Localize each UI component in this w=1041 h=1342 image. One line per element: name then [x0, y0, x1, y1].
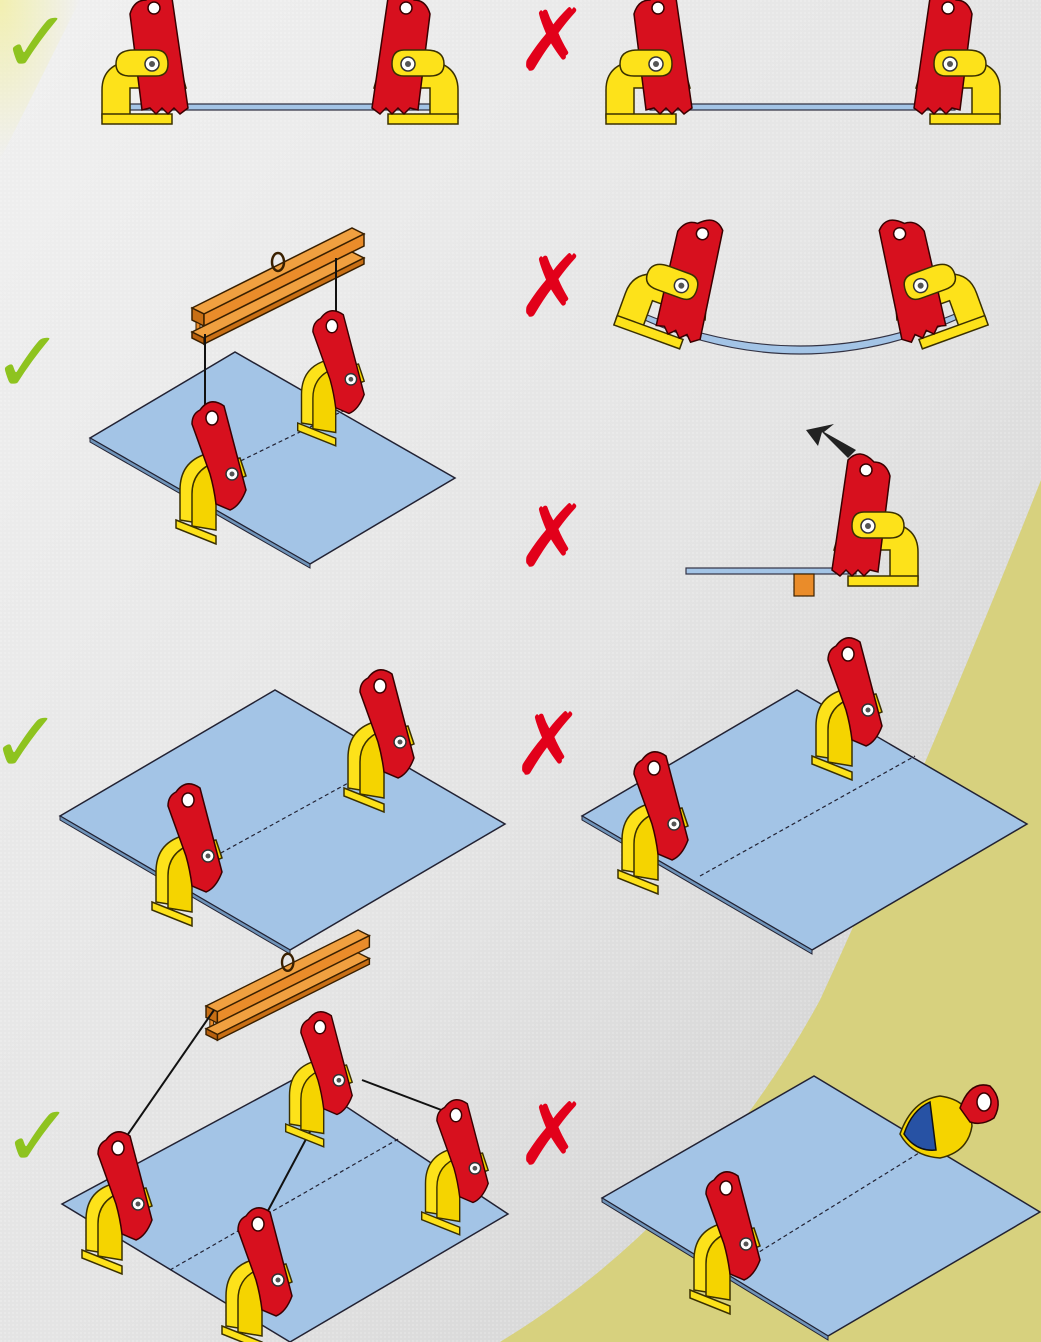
support-block — [794, 574, 814, 596]
row-4-left-checkmark-icon: ✓ — [0, 693, 62, 793]
row-3-right-cross-icon: ✗ — [516, 487, 588, 587]
row-1-left-checkmark-icon: ✓ — [0, 0, 72, 93]
row-5-right-cross-icon: ✗ — [516, 1085, 588, 1185]
row-5-left-checkmark-icon: ✓ — [2, 1087, 74, 1187]
plate — [650, 104, 955, 110]
row-1-right-cross-icon: ✗ — [516, 0, 588, 91]
row-2-right-cross-icon: ✗ — [516, 237, 588, 337]
plate — [686, 568, 856, 574]
row-4-right-cross-icon: ✗ — [512, 695, 584, 795]
row-2-left-checkmark-icon: ✓ — [0, 313, 64, 413]
